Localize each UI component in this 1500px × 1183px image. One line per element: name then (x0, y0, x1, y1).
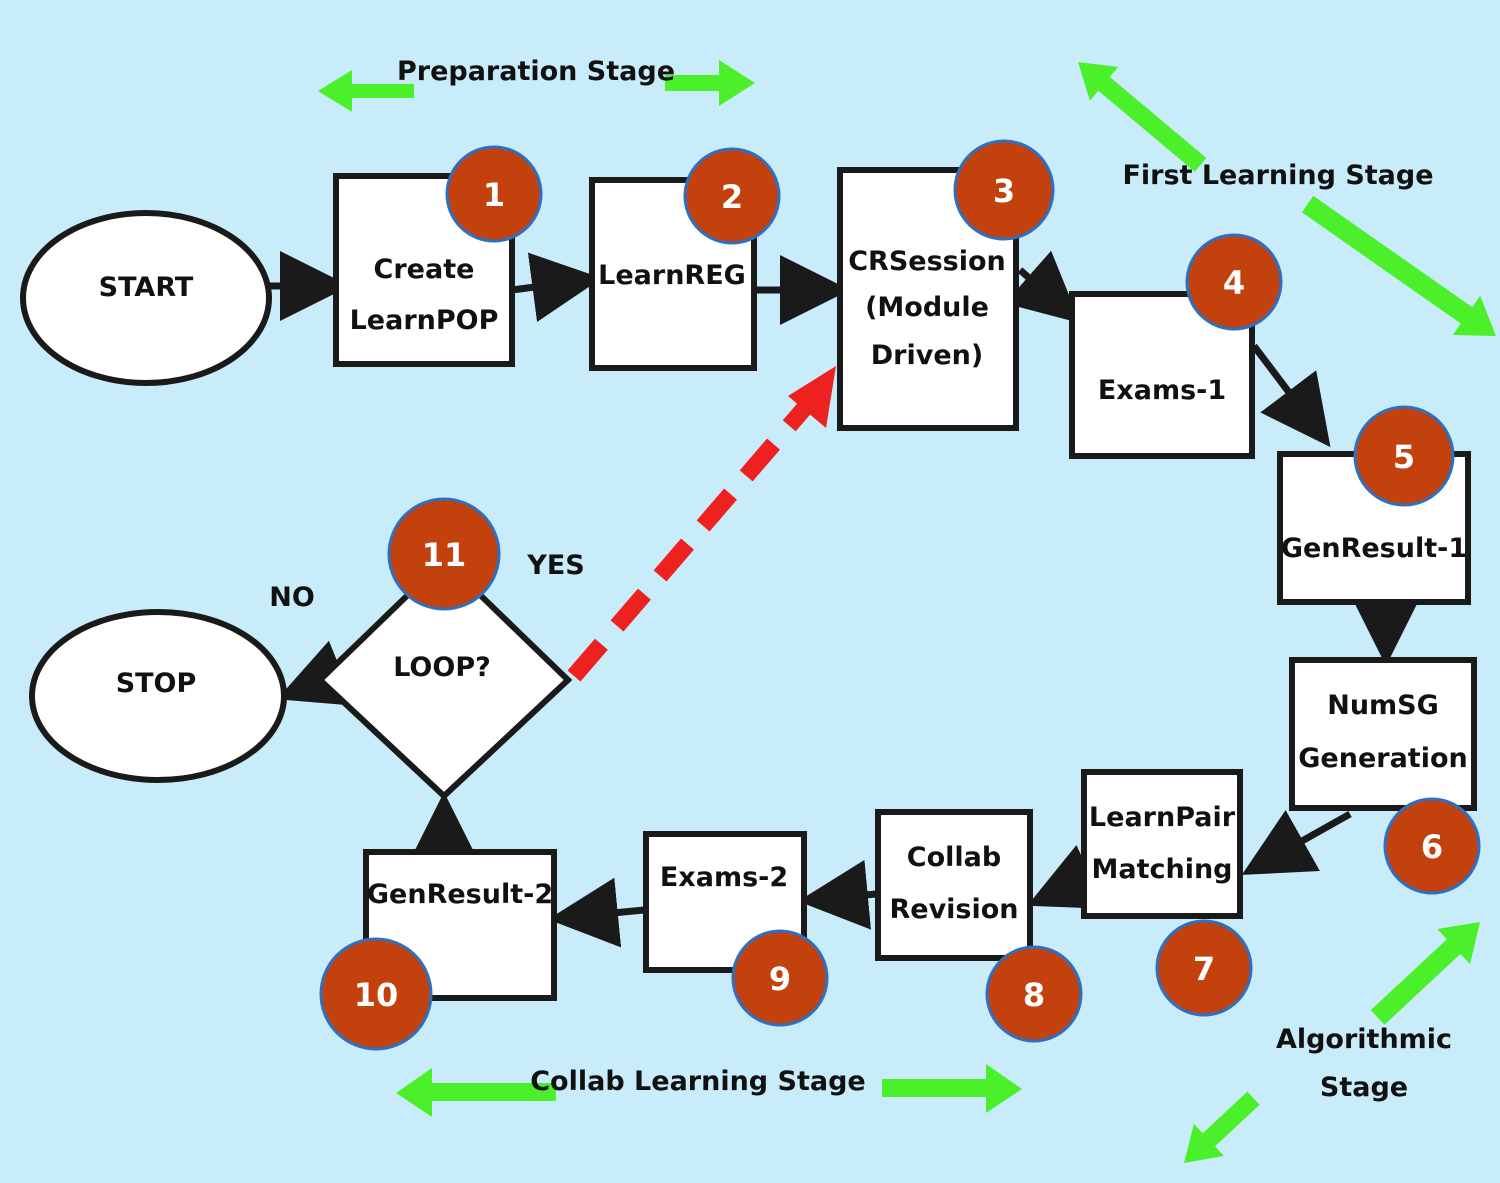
crsession-label: Driven) (871, 340, 983, 371)
green-arrow-right-icon (665, 60, 755, 106)
connector-exams2-to-genresult2 (548, 877, 645, 948)
connector-collab-to-exams2 (798, 859, 877, 930)
collab-learning-stage-label: Collab Learning Stage (530, 1066, 866, 1097)
green-arrow-down-right-icon (1301, 195, 1496, 336)
svg-text:11: 11 (422, 536, 467, 574)
node-labels: START Create LearnPOP LearnREG CRSession… (99, 246, 1468, 925)
connector-crsession-to-exams1 (1004, 250, 1081, 324)
svg-text:3: 3 (993, 172, 1015, 210)
create-learnpop-label: Create (374, 254, 475, 285)
stage-arrows (318, 60, 1496, 1163)
crsession-label: (Module (865, 292, 989, 323)
green-arrow-left-icon (318, 70, 414, 112)
step-badge-9: 9 (731, 929, 829, 1027)
numsg-generation-node (1289, 657, 1477, 811)
collab-revision-node (875, 809, 1033, 961)
connector-numsg-to-learnpair (1241, 810, 1352, 875)
step-badge-3: 3 (953, 139, 1055, 241)
numsg-generation-label: NumSG (1327, 690, 1439, 721)
svg-text:7: 7 (1193, 950, 1215, 988)
exams2-label: Exams-2 (660, 862, 788, 893)
step-badge-10: 10 (319, 937, 433, 1051)
step-badge-5: 5 (1353, 405, 1455, 507)
algorithmic-stage-label: Algorithmic (1276, 1024, 1452, 1055)
start-node (20, 210, 272, 386)
connector-loop-to-stop (277, 640, 355, 706)
green-arrow-down-left-icon (1184, 1091, 1260, 1163)
svg-text:5: 5 (1393, 438, 1415, 476)
svg-text:9: 9 (769, 960, 791, 998)
create-learnpop-label: LearnPOP (350, 305, 499, 336)
numsg-generation-label: Generation (1298, 743, 1467, 774)
green-arrow-left-icon (396, 1068, 556, 1117)
exams1-label: Exams-1 (1098, 375, 1226, 406)
svg-text:1: 1 (483, 176, 505, 214)
green-arrow-up-right-icon (1370, 922, 1480, 1025)
exams2-node (643, 831, 807, 973)
step-badge-7: 7 (1155, 919, 1253, 1017)
green-arrow-right-icon (882, 1064, 1022, 1113)
step-badge-11: 11 (387, 497, 501, 611)
green-arrow-up-left-icon (1078, 62, 1207, 172)
genresult2-label: GenResult-2 (367, 879, 553, 910)
genresult1-label: GenResult-1 (1281, 533, 1467, 564)
red-arrowhead-icon (788, 366, 836, 428)
crsession-label: CRSession (848, 246, 1006, 277)
svg-text:8: 8 (1023, 976, 1045, 1014)
step-badge-6: 6 (1383, 797, 1481, 895)
step-badge-8: 8 (985, 945, 1083, 1043)
learnpair-matching-label: LearnPair (1089, 802, 1236, 833)
collab-revision-label: Collab (907, 842, 1001, 873)
svg-text:2: 2 (721, 178, 743, 216)
preparation-stage-label: Preparation Stage (397, 56, 675, 87)
learnpair-matching-label: Matching (1091, 854, 1232, 885)
loop-back-arrow (567, 366, 836, 682)
connector-create-to-learnreg (511, 252, 602, 323)
no-branch-label: NO (269, 582, 315, 613)
nodes (20, 167, 1477, 1001)
collab-revision-label: Revision (889, 894, 1018, 925)
step-badges: 1 2 3 4 5 6 7 8 (319, 139, 1481, 1051)
step-badge-1: 1 (445, 145, 543, 243)
connectors (270, 250, 1421, 948)
loop-decision-node (315, 555, 573, 801)
start-label: START (99, 272, 194, 303)
step-badge-4: 4 (1185, 233, 1283, 331)
learnreg-label: LearnREG (598, 260, 746, 291)
svg-text:10: 10 (354, 976, 399, 1014)
stop-label: STOP (116, 668, 197, 699)
connector-exams1-to-genresult1 (1251, 343, 1331, 448)
yes-branch-label: YES (526, 550, 584, 581)
svg-text:6: 6 (1421, 828, 1443, 866)
stop-node (29, 609, 287, 783)
learnpair-matching-node (1081, 769, 1243, 919)
svg-text:4: 4 (1223, 264, 1245, 302)
first-learning-stage-label: First Learning Stage (1122, 160, 1433, 191)
loop-label: LOOP? (393, 652, 491, 683)
connector-learnpair-to-collab (1027, 844, 1106, 909)
step-badge-2: 2 (683, 147, 781, 245)
algorithmic-stage-label: Stage (1320, 1072, 1408, 1103)
